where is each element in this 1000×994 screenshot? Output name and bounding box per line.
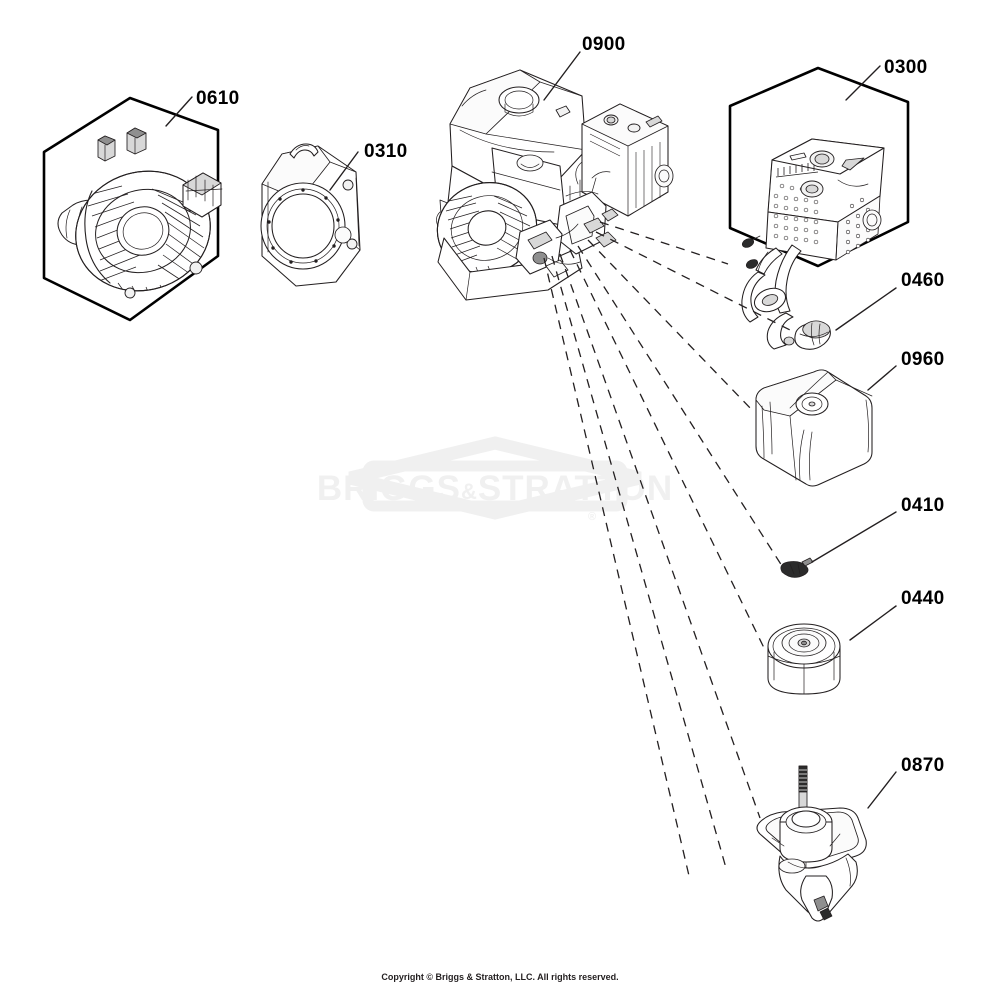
leader-0610 bbox=[165, 96, 193, 127]
dash-extra-1 bbox=[551, 255, 727, 869]
leader-0310 bbox=[329, 151, 359, 191]
leader-0460 bbox=[835, 287, 897, 331]
leader-0960 bbox=[867, 365, 897, 391]
recoil-starter-assembly bbox=[75, 170, 211, 302]
callout-label-0310[interactable]: 0310 bbox=[364, 141, 408, 162]
callout-label-0610[interactable]: 0610 bbox=[196, 88, 240, 109]
part-group-0870 bbox=[756, 765, 867, 922]
part-group-0300 bbox=[728, 66, 910, 350]
dash-to-muffler-0300 bbox=[599, 221, 729, 265]
copyright-footer: Copyright © Briggs & Stratton, LLC. All … bbox=[381, 972, 619, 982]
starter-pulley bbox=[182, 172, 223, 218]
leader-0900 bbox=[543, 51, 581, 101]
watermark-word-2: STRATTON bbox=[478, 469, 673, 508]
part-group-0610 bbox=[42, 96, 223, 322]
svg-text:BRIGGS&STRATTON: BRIGGS&STRATTON bbox=[317, 469, 673, 508]
dash-to-base-0870 bbox=[559, 253, 761, 819]
part-group-0960 bbox=[755, 369, 873, 487]
leader-lines-dashed bbox=[543, 221, 791, 881]
callout-label-0440[interactable]: 0440 bbox=[901, 588, 945, 609]
callout-label-0960[interactable]: 0960 bbox=[901, 349, 945, 370]
part-group-0440 bbox=[767, 623, 841, 695]
leader-0410 bbox=[811, 511, 897, 563]
part-group-0410 bbox=[780, 557, 814, 578]
watermark-ampersand: & bbox=[461, 479, 478, 504]
callout-label-0410[interactable]: 0410 bbox=[901, 495, 945, 516]
leader-0440 bbox=[849, 605, 897, 641]
starter-fastener-2 bbox=[126, 127, 147, 155]
muffler-fastener-1 bbox=[741, 235, 761, 248]
callout-label-0900[interactable]: 0900 bbox=[582, 34, 626, 55]
carburetor-cluster bbox=[515, 161, 619, 278]
dash-to-filter-0440 bbox=[569, 249, 767, 653]
muffler-fastener-2 bbox=[745, 259, 759, 269]
engine-recoil-starter bbox=[436, 182, 538, 278]
exhaust-pipe-bracket bbox=[741, 244, 802, 350]
callout-label-0460[interactable]: 0460 bbox=[901, 270, 945, 291]
dash-to-knob-0460 bbox=[595, 231, 791, 331]
leader-lines-solid bbox=[165, 51, 897, 809]
part-group-0310 bbox=[260, 143, 361, 287]
callout-label-0300[interactable]: 0300 bbox=[884, 57, 928, 78]
part-group-0460 bbox=[794, 320, 831, 350]
dash-to-cover-0960 bbox=[587, 239, 755, 413]
watermark-word-1: BRIGGS bbox=[317, 469, 461, 508]
watermark-registered-mark: ® bbox=[588, 511, 596, 523]
muffler-body bbox=[765, 138, 885, 261]
watermark-briggs-stratton: BRIGGS&STRATTON ® bbox=[317, 436, 673, 523]
part-group-0900 bbox=[436, 69, 674, 301]
dash-extra-2 bbox=[543, 257, 691, 881]
leader-0870 bbox=[867, 771, 897, 809]
leader-0300 bbox=[845, 65, 881, 101]
callout-label-0870[interactable]: 0870 bbox=[901, 755, 945, 776]
starter-fastener-1 bbox=[97, 135, 116, 162]
